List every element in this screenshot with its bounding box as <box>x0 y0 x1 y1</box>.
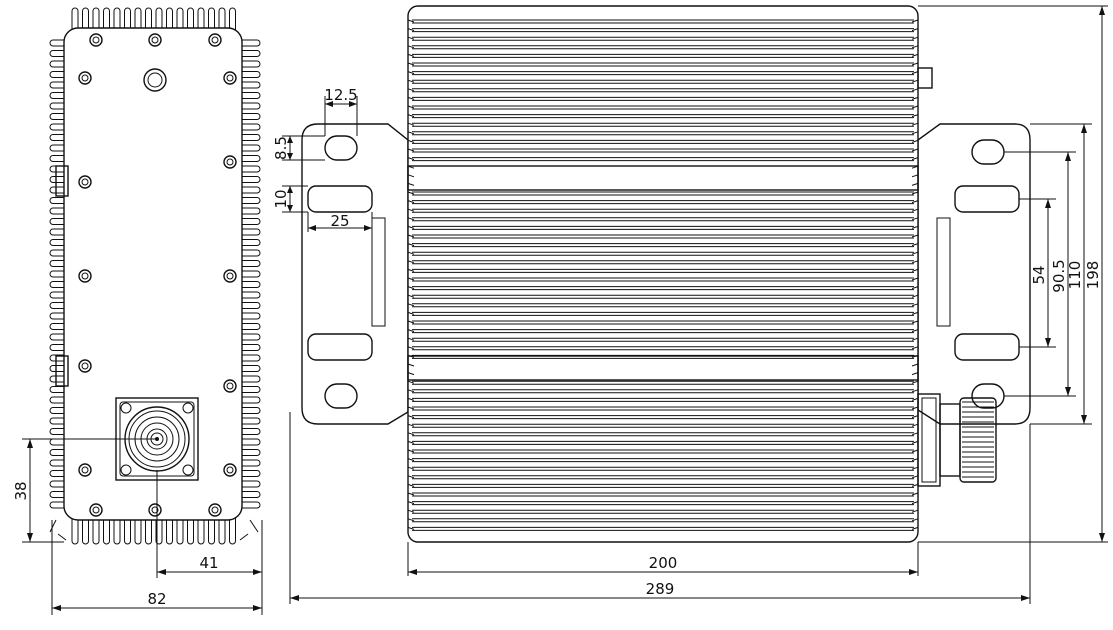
dim-hole-spacing-inner: 54 <box>1030 265 1048 284</box>
front-view-screws <box>78 33 237 517</box>
dim-hole-spacing-outer: 110 <box>1066 261 1084 290</box>
top-view-connector <box>917 393 997 487</box>
dim-connector-offset-x: 41 <box>199 554 218 572</box>
dim-body-width: 200 <box>649 554 678 572</box>
connector-threads <box>962 401 994 478</box>
mounting-bracket-right <box>917 123 1031 425</box>
mounting-bracket <box>301 123 409 425</box>
top-view-small-tab <box>917 67 933 89</box>
front-dims: 38 41 82 <box>12 438 263 615</box>
dim-slot-height: 8.5 <box>272 136 290 160</box>
dim-slot2-height: 10 <box>272 189 290 208</box>
heatsink-fins <box>407 19 919 531</box>
bracket-holes-left <box>307 135 373 409</box>
top-view <box>301 5 1031 543</box>
dim-front-width: 82 <box>147 590 166 608</box>
front-view-vent-hole <box>143 68 167 92</box>
front-view <box>49 7 261 545</box>
front-view-side-tab-lower <box>55 355 69 387</box>
dim-hole-spacing-mid: 90.5 <box>1050 259 1068 292</box>
dim-overall-height: 198 <box>1084 261 1102 290</box>
dim-slot2-width: 25 <box>330 212 349 230</box>
dim-slot-width: 12.5 <box>324 86 357 104</box>
front-view-side-tab-upper <box>55 165 69 197</box>
front-view-body <box>63 27 243 521</box>
dim-connector-offset-y: 38 <box>12 481 30 500</box>
top-dims: 12.5 8.5 10 25 200 289 <box>272 5 1108 604</box>
dim-overall-width: 289 <box>646 580 675 598</box>
